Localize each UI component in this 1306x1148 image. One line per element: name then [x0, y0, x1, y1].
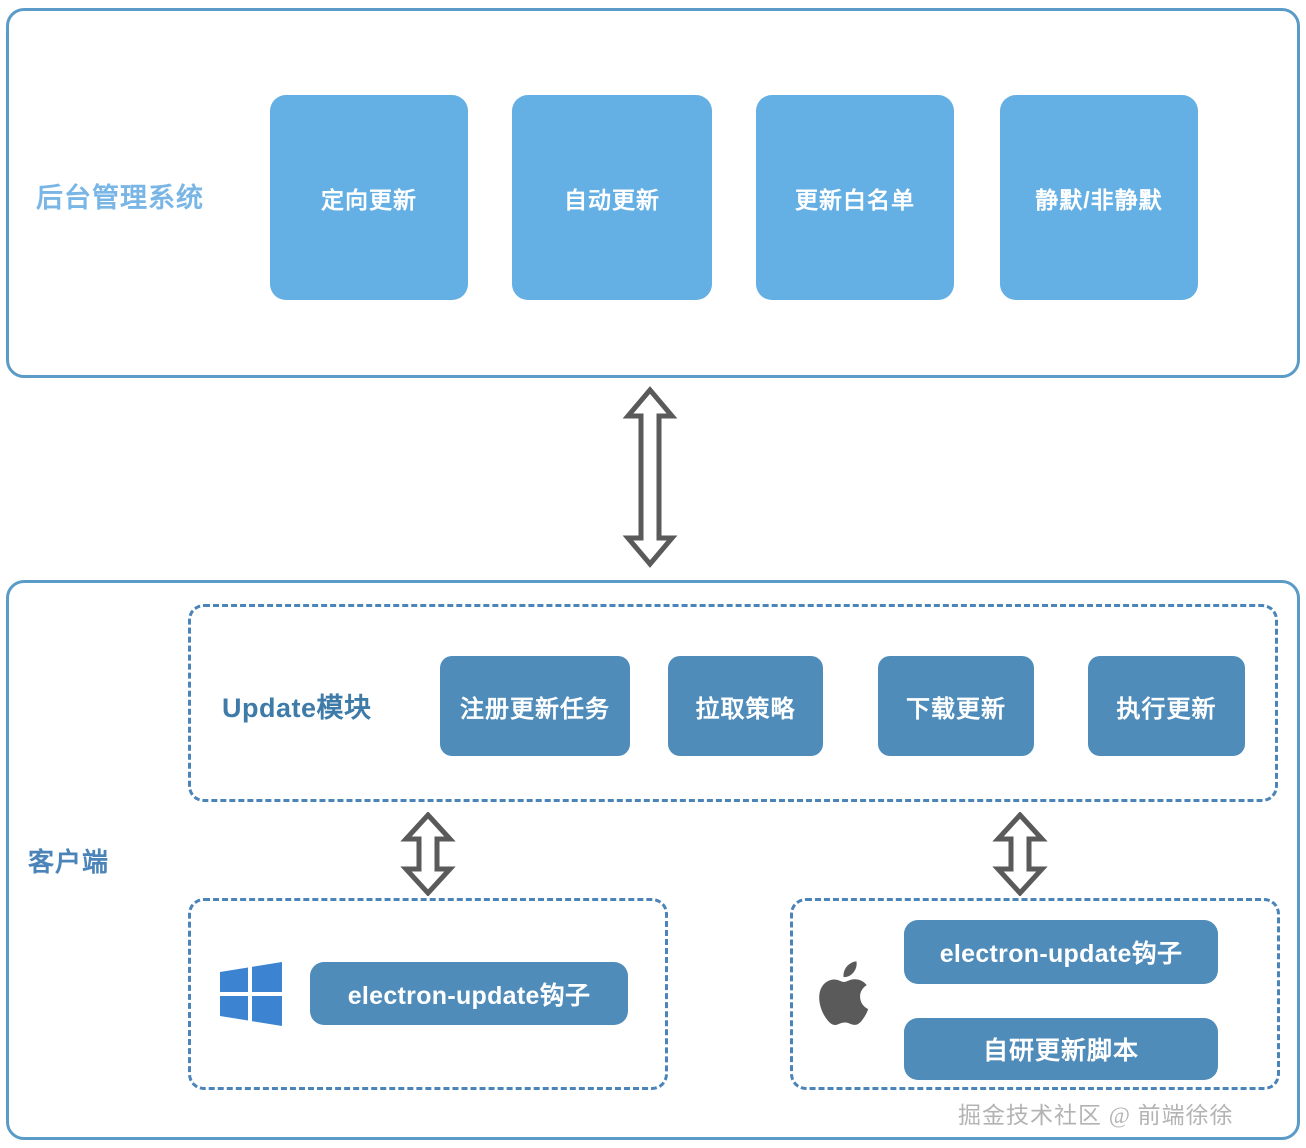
windows-platform-group	[188, 898, 668, 1090]
chip-windows-electron-update-hook[interactable]: electron-update钩子	[310, 962, 628, 1025]
chip-silent-or-not[interactable]: 静默/非静默	[1000, 95, 1198, 300]
chip-directed-update[interactable]: 定向更新	[270, 95, 468, 300]
double-arrow-admin-to-client-icon	[622, 386, 678, 568]
watermark-text: 掘金技术社区 @ 前端徐徐	[958, 1103, 1234, 1128]
mac-platform-group	[790, 898, 1280, 1090]
chip-auto-update[interactable]: 自动更新	[512, 95, 712, 300]
double-arrow-update-to-mac-icon	[992, 812, 1048, 896]
update-module-group	[188, 604, 1278, 802]
chip-execute-update[interactable]: 执行更新	[1088, 656, 1245, 756]
chip-update-whitelist[interactable]: 更新白名单	[756, 95, 954, 300]
update-module-label: Update模块	[222, 693, 372, 723]
windows-logo-icon	[220, 962, 282, 1026]
apple-logo-icon	[819, 961, 869, 1026]
chip-download-update[interactable]: 下载更新	[878, 656, 1034, 756]
chip-mac-custom-update-script[interactable]: 自研更新脚本	[904, 1018, 1218, 1080]
chip-mac-electron-update-hook[interactable]: electron-update钩子	[904, 920, 1218, 984]
client-title: 客户端	[28, 847, 110, 877]
double-arrow-update-to-windows-icon	[400, 812, 456, 896]
admin-system-title: 后台管理系统	[36, 183, 204, 213]
chip-register-update-task[interactable]: 注册更新任务	[440, 656, 630, 756]
chip-pull-policy[interactable]: 拉取策略	[668, 656, 823, 756]
